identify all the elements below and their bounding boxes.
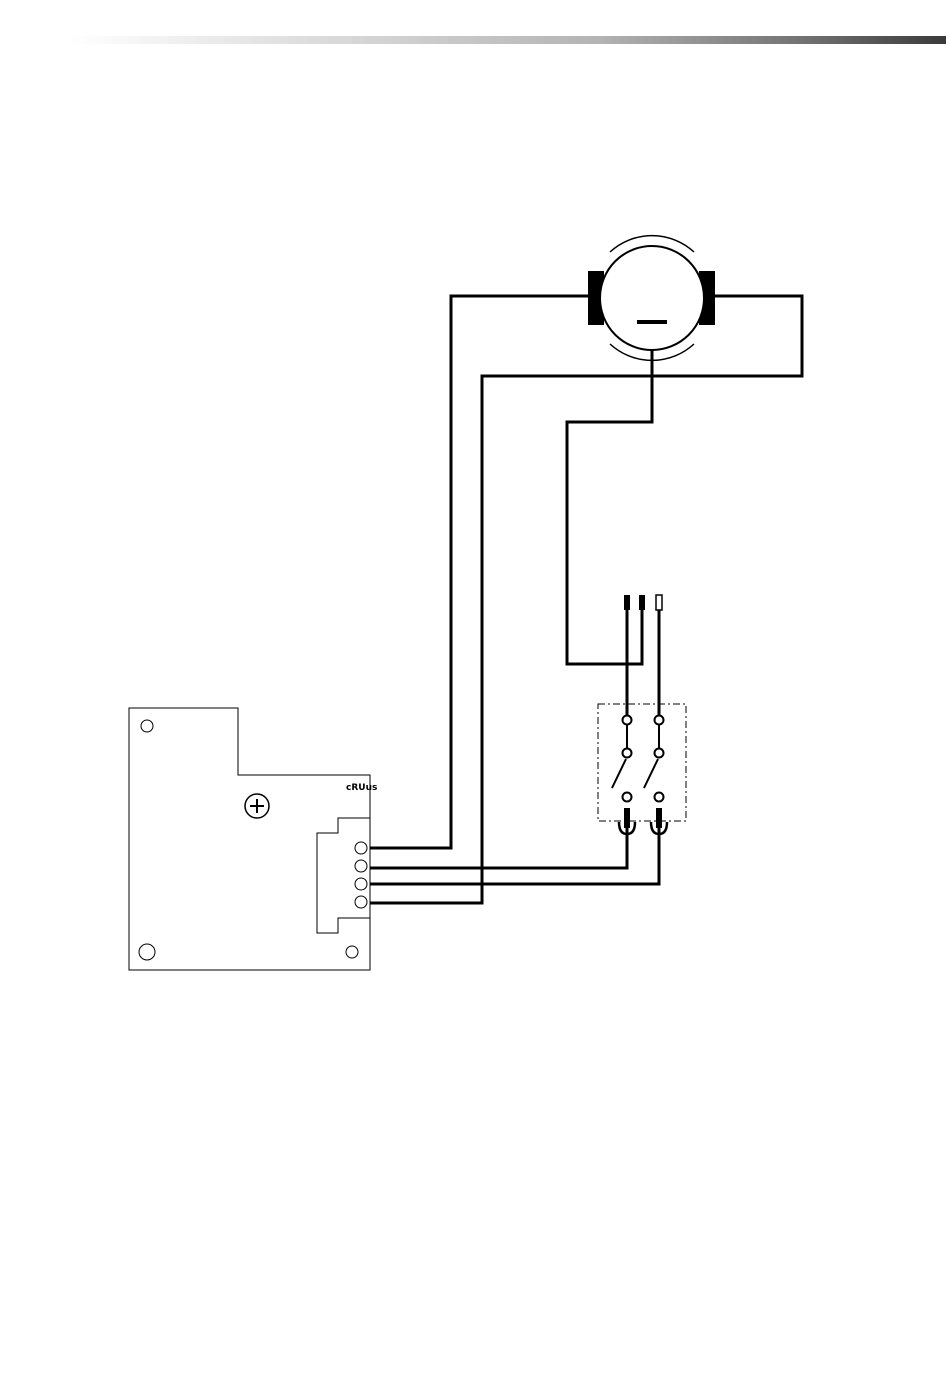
- certification-mark: cRUus: [346, 783, 377, 793]
- crimp-connector-left: [624, 808, 630, 828]
- wire-board-to-motor-left: [370, 296, 598, 848]
- motor: [588, 236, 715, 361]
- crimp-connector-right: [656, 808, 662, 828]
- switch-blade-right: [644, 759, 658, 788]
- motor-minus-symbol: [637, 320, 667, 324]
- terminal-block: [317, 818, 370, 933]
- terminal-3: [355, 878, 367, 890]
- lead-terminal-3: [656, 595, 662, 610]
- switch-contact-left-bottom: [623, 793, 632, 802]
- lead-terminals: [624, 595, 662, 610]
- switch-contact-right-bottom: [655, 793, 664, 802]
- lead-terminal-1: [624, 595, 630, 610]
- switch-blade-left: [612, 759, 626, 788]
- wires: [370, 296, 802, 903]
- lead-terminal-2: [639, 595, 645, 610]
- switch-contact-right-mid: [655, 749, 664, 758]
- switch-contact-left-top: [623, 716, 632, 725]
- motor-body: [600, 246, 704, 350]
- terminal-2: [355, 860, 367, 872]
- switch-enclosure: [598, 704, 686, 821]
- control-board: cRUus: [129, 708, 377, 970]
- switch-contact-right-top: [655, 716, 664, 725]
- terminal-1: [355, 842, 367, 854]
- switch-contact-left-mid: [623, 749, 632, 758]
- double-pole-switch: [598, 704, 686, 834]
- wire-motor-to-leads: [567, 346, 652, 664]
- wire-switch-right-to-board: [370, 826, 659, 884]
- terminal-4: [355, 896, 367, 908]
- wire-board-to-motor-right: [370, 296, 802, 903]
